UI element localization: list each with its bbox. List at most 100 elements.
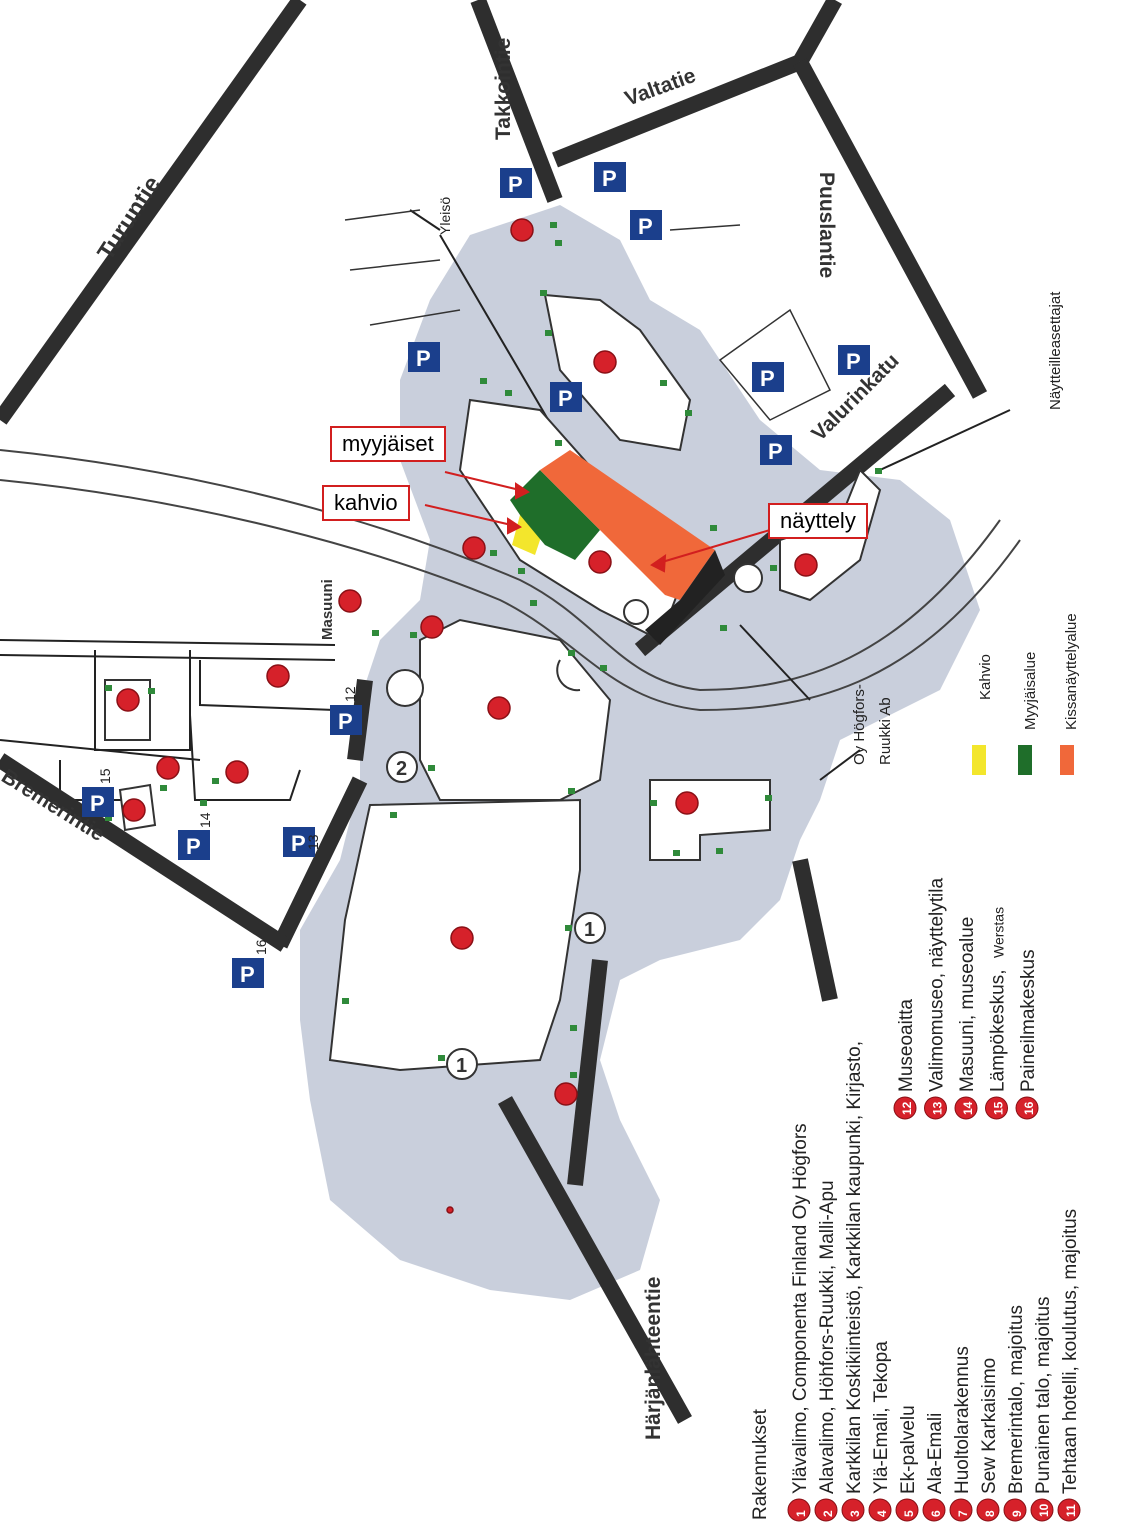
callout-nayttely: näyttely <box>768 503 868 539</box>
legend-number-5: 5 <box>902 1510 916 1517</box>
legend-text-3: Karkkilan Koskikiinteistö, Karkkilan kau… <box>844 1041 865 1494</box>
svg-text:P: P <box>602 166 617 191</box>
round-structures <box>386 563 763 707</box>
legend-marker-13 <box>924 1096 947 1120</box>
legend-marker-16 <box>1015 1096 1039 1120</box>
legend-text-12: Museoaitta <box>896 999 917 1092</box>
legend-number-16: 16 <box>1022 1101 1036 1115</box>
legend-text-9: Bremerintalo, majoitus <box>1006 1305 1027 1494</box>
legend-text-2: Alavalimo, Höhfors-Ruukki, Malli-Apu <box>817 1180 838 1494</box>
svg-text:15: 15 <box>97 768 113 784</box>
legend-number-6: 6 <box>929 1510 943 1517</box>
legend-text-14: Masuuni, museoalue <box>957 917 978 1092</box>
legend-myyjaisalue: Myyjäisalue <box>1022 652 1039 730</box>
legend-kissanayttely: Kissanäyttelyalue <box>1063 613 1080 730</box>
svg-text:P: P <box>90 791 105 816</box>
legend-number-11: 11 <box>1064 1504 1078 1517</box>
legend-marker-3 <box>841 1498 865 1522</box>
east-road <box>792 858 838 1002</box>
legend-number-4: 4 <box>875 1510 889 1517</box>
callout-kahvio: kahvio <box>322 485 410 521</box>
turuntie-road <box>0 0 307 425</box>
legend-text-6: Ala-Emali <box>925 1413 946 1494</box>
takkointie-label: Takkointie <box>492 38 515 140</box>
svg-text:P: P <box>558 386 573 411</box>
legend-text-16: Paineilmakeskus <box>1018 949 1039 1092</box>
valtatie-north <box>793 0 842 66</box>
leader-lines <box>409 209 1011 781</box>
legend-marker-2 <box>814 1498 838 1522</box>
legend-number-2: 2 <box>821 1510 835 1517</box>
nayttely-dark-area <box>645 550 725 645</box>
svg-text:P: P <box>338 709 353 734</box>
legend-text-1: Ylävalimo, Componenta Finland Oy Högfors <box>790 1123 811 1494</box>
legend-marker-4 <box>868 1498 892 1522</box>
svg-text:P: P <box>508 172 523 197</box>
legend-number-15: 15 <box>992 1101 1006 1115</box>
legend-text-13: Valimomuseo, näyttelytila <box>927 878 948 1092</box>
parking-letters: P P P P P P P P P P P P P <box>90 166 861 987</box>
legend-marker-15 <box>985 1096 1008 1120</box>
takkointie-road <box>470 0 563 203</box>
legend-marker-12 <box>893 1096 917 1120</box>
parking-lots <box>344 209 832 421</box>
puuslantie-road <box>792 58 988 399</box>
yleiso-label: Yleisö <box>437 197 453 235</box>
svg-text:13: 13 <box>305 834 321 850</box>
svg-text:P: P <box>768 439 783 464</box>
svg-text:16: 16 <box>253 939 269 955</box>
legend-number-10: 10 <box>1037 1503 1051 1517</box>
legend-title: Rakennukset <box>750 1408 771 1520</box>
building-2 <box>419 618 612 801</box>
gate-2-label: 2 <box>396 758 407 780</box>
legend-kahvio: Kahvio <box>977 654 994 700</box>
legend-number-12: 12 <box>900 1101 914 1115</box>
masuuni-label: Masuuni <box>319 579 336 640</box>
building-markers <box>116 218 818 1214</box>
legend-text-4: Ylä-Emali, Tekopa <box>871 1341 892 1494</box>
legend-text-11: Tehtaan hotelli, koulutus, majoitus <box>1060 1209 1081 1494</box>
legend-marker-10 <box>1030 1498 1054 1522</box>
valtatie-road <box>552 54 803 168</box>
legend-number-7: 7 <box>956 1510 970 1517</box>
west-blocks <box>0 639 336 801</box>
legend-text-10: Punainen talo, majoitus <box>1033 1296 1054 1494</box>
legend-marker-8 <box>976 1498 1000 1522</box>
harjanlahteentie-road <box>498 1096 692 1424</box>
legend-extra-15: Werstas <box>991 907 1007 958</box>
legend-number-9: 9 <box>1010 1510 1024 1517</box>
bremerintie-road <box>0 753 290 952</box>
legend-text-7: Huoltolarakennus <box>952 1346 973 1494</box>
central-road <box>567 959 608 1186</box>
svg-text:P: P <box>760 366 775 391</box>
hogfors-label-1: Oy Högfors- <box>851 684 868 765</box>
callout-arrows <box>424 471 771 573</box>
gate-1-label: 1 <box>584 919 595 941</box>
area-legend: Kahvio Myyjäisalue Kissanäyttelyalue <box>972 613 1080 775</box>
nayttelijat-label: Näytteilleasettajat <box>1047 291 1064 410</box>
svg-text:P: P <box>416 346 431 371</box>
legend-marker-5 <box>895 1498 919 1522</box>
legend-number-8: 8 <box>983 1510 997 1517</box>
gate-1b-label: 1 <box>456 1055 467 1077</box>
legend-number-3: 3 <box>848 1510 862 1517</box>
hogfors-label-2: Ruukki Ab <box>877 697 894 765</box>
legend-text-8: Sew Karkaisimo <box>979 1358 1000 1494</box>
svg-text:P: P <box>638 214 653 239</box>
svg-text:P: P <box>186 834 201 859</box>
legend-marker-9 <box>1003 1498 1027 1522</box>
entrance-markers <box>105 222 882 1078</box>
legend-marker-11 <box>1057 1498 1081 1522</box>
legend-marker-14 <box>954 1096 978 1120</box>
svg-text:P: P <box>240 962 255 987</box>
legend-text-15: Lämpökeskus, <box>988 969 1009 1092</box>
parking-signs <box>82 162 870 988</box>
road-12-16 <box>272 776 368 949</box>
svg-text:14: 14 <box>197 812 213 828</box>
curved-road <box>0 449 1021 712</box>
puuslantie-label: Puuslantie <box>815 172 838 278</box>
